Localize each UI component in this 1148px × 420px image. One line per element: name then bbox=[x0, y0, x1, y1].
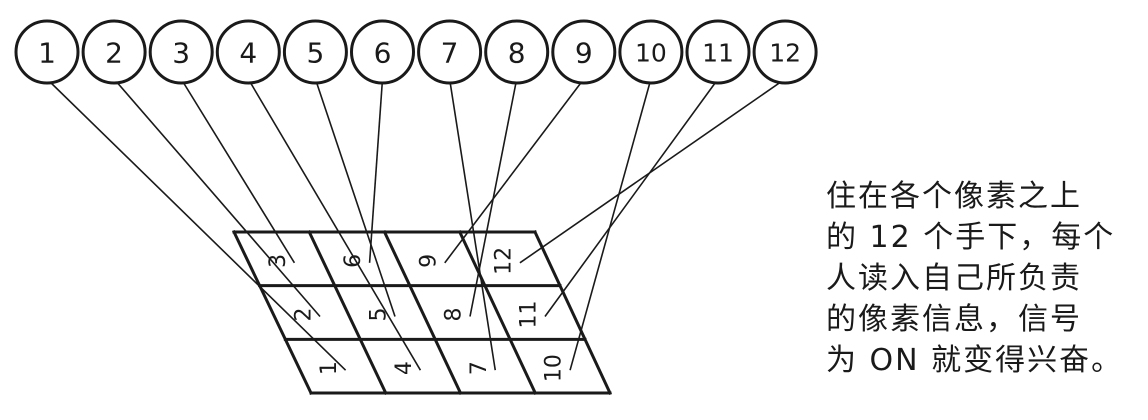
worker-circle-outline bbox=[752, 19, 818, 85]
worker-circle-outline bbox=[484, 19, 550, 85]
worker-circle-outline bbox=[618, 19, 684, 85]
pixel-cell-label: 2 bbox=[292, 308, 317, 322]
worker-circle: 9 bbox=[551, 19, 617, 85]
worker-circle-outline bbox=[215, 19, 281, 85]
worker-to-pixel-line bbox=[368, 78, 384, 263]
pixel-cell-label: 12 bbox=[491, 247, 516, 275]
pixel-cell-label: 1 bbox=[317, 361, 342, 375]
worker-number: 2 bbox=[105, 37, 123, 70]
pixel-cell-label: 4 bbox=[392, 361, 417, 375]
pixel-cell-label: 6 bbox=[341, 254, 366, 268]
worker-circle: 11 bbox=[685, 19, 751, 85]
worker-circle: 12 bbox=[752, 19, 818, 85]
worker-number: 8 bbox=[508, 37, 526, 70]
pixel-cell-label: 7 bbox=[467, 361, 492, 375]
caption-line: 的像素信息，信号 bbox=[826, 302, 1082, 337]
worker-number: 10 bbox=[635, 39, 667, 68]
grid-column-line bbox=[382, 230, 463, 395]
worker-to-pixel-line bbox=[180, 78, 296, 264]
caption-line: 的 12 个手下，每个 bbox=[826, 220, 1116, 255]
worker-circle: 3 bbox=[148, 19, 214, 85]
worker-to-pixel-line bbox=[444, 78, 585, 264]
worker-to-pixel-line bbox=[46, 78, 347, 371]
worker-circle-outline bbox=[350, 19, 415, 85]
pixel-grid bbox=[231, 229, 612, 396]
worker-to-pixel-line bbox=[247, 78, 422, 371]
worker-circle-outline bbox=[282, 19, 348, 85]
worker-number: 3 bbox=[172, 37, 190, 70]
worker-to-pixel-line bbox=[544, 78, 719, 317]
worker-number: 11 bbox=[702, 39, 734, 68]
grid-column-line bbox=[307, 230, 388, 395]
worker-number: 7 bbox=[441, 37, 459, 70]
grid-column-line bbox=[533, 230, 612, 395]
worker-number: 12 bbox=[769, 39, 801, 68]
worker-circle-outline bbox=[14, 19, 80, 85]
grid-column-line bbox=[231, 229, 314, 396]
pixel-cell-label: 11 bbox=[517, 301, 542, 329]
caption-line: 人读入自己所负责 bbox=[826, 261, 1082, 296]
worker-to-pixel-line bbox=[113, 78, 321, 318]
caption-text: 住在各个像素之上 的 12 个手下，每个 人读入自己所负责 的像素信息，信号 为… bbox=[826, 176, 1136, 381]
worker-to-pixel-line bbox=[448, 78, 497, 371]
worker-circle-outline bbox=[685, 19, 751, 85]
worker-circle: 2 bbox=[81, 19, 147, 85]
worker-circle: 8 bbox=[484, 19, 550, 85]
caption-line: 住在各个像素之上 bbox=[826, 179, 1082, 214]
worker-circle: 5 bbox=[282, 19, 348, 85]
worker-circle: 10 bbox=[618, 19, 684, 85]
worker-to-pixel-line bbox=[519, 78, 786, 264]
worker-circle-outline bbox=[81, 19, 147, 85]
worker-circle-outline bbox=[417, 19, 483, 85]
pixel-cell-label: 10 bbox=[542, 354, 567, 382]
worker-number: 6 bbox=[374, 37, 392, 70]
worker-circle-outline bbox=[148, 19, 214, 85]
worker-to-pixel-line bbox=[569, 78, 652, 371]
caption-line: 为 ON 就变得兴奋。 bbox=[826, 343, 1124, 378]
worker-circle: 1 bbox=[14, 19, 80, 85]
worker-circle: 6 bbox=[350, 19, 415, 85]
worker-circle-outline bbox=[551, 19, 617, 85]
pixel-cell-label: 9 bbox=[416, 254, 441, 268]
worker-number: 4 bbox=[239, 37, 257, 70]
connection-lines bbox=[46, 78, 786, 371]
pixel-cell-label: 3 bbox=[266, 254, 291, 268]
grid-column-line bbox=[457, 230, 538, 395]
worker-circle: 7 bbox=[417, 19, 483, 85]
pixel-cell-label: 8 bbox=[442, 308, 467, 322]
worker-number: 5 bbox=[306, 37, 324, 70]
worker-number: 1 bbox=[38, 37, 56, 70]
worker-circle: 4 bbox=[215, 19, 281, 85]
worker-to-pixel-line bbox=[314, 78, 396, 317]
worker-number: 9 bbox=[575, 37, 593, 70]
